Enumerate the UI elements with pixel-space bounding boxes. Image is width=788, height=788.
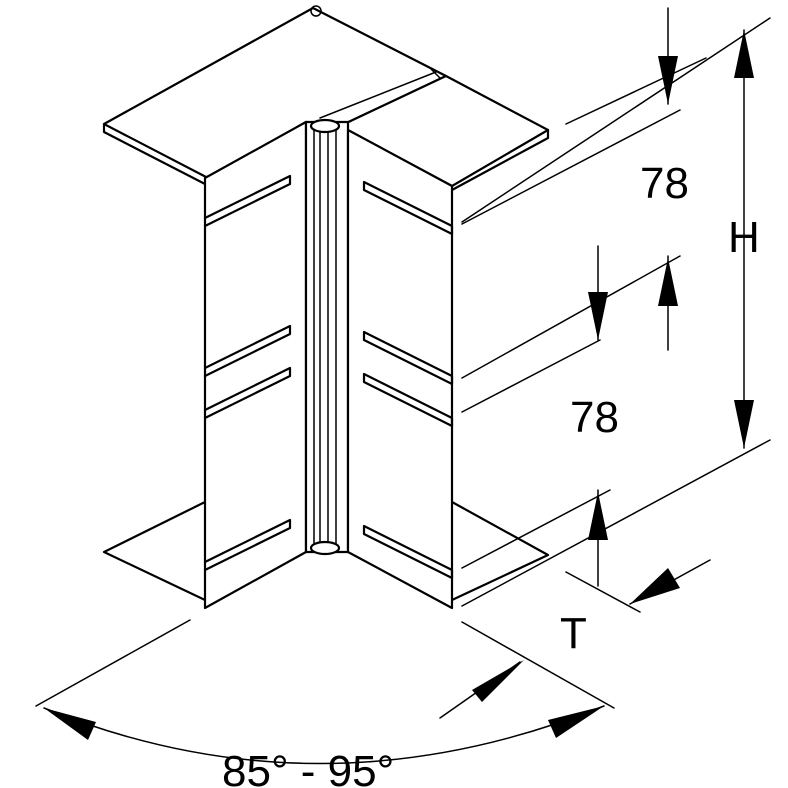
thickness-arrow [630,568,680,604]
top-cover [102,5,550,192]
angle-dimension [35,619,615,765]
height-label: H [728,213,760,262]
left-wall-slots [203,174,292,572]
top-78-arrow [658,56,678,104]
center-corner-rib [304,118,350,556]
angle-arrow-right [548,706,604,738]
thickness-dimension [461,489,711,613]
thickness-label: T [560,609,587,658]
height-arrow-down [734,400,754,448]
angle-range-label: 85° - 95° [222,747,394,788]
right-wall-panel [346,128,454,610]
thickness-arrow-up [588,492,608,540]
height-dimension [461,17,771,607]
left-wall-panel [203,120,308,610]
middle-78-arrow-down [588,292,608,340]
angle-inner-arrow [472,660,524,702]
right-wall-slots [362,180,454,580]
top-78-dimension [461,7,707,225]
angle-arrow-left [44,708,96,740]
middle-78-label: 78 [570,393,619,442]
middle-78-dimension [461,245,681,413]
height-arrow-up [734,30,754,78]
middle-78-arrow-up [658,258,678,306]
top-78-label: 78 [640,159,689,208]
